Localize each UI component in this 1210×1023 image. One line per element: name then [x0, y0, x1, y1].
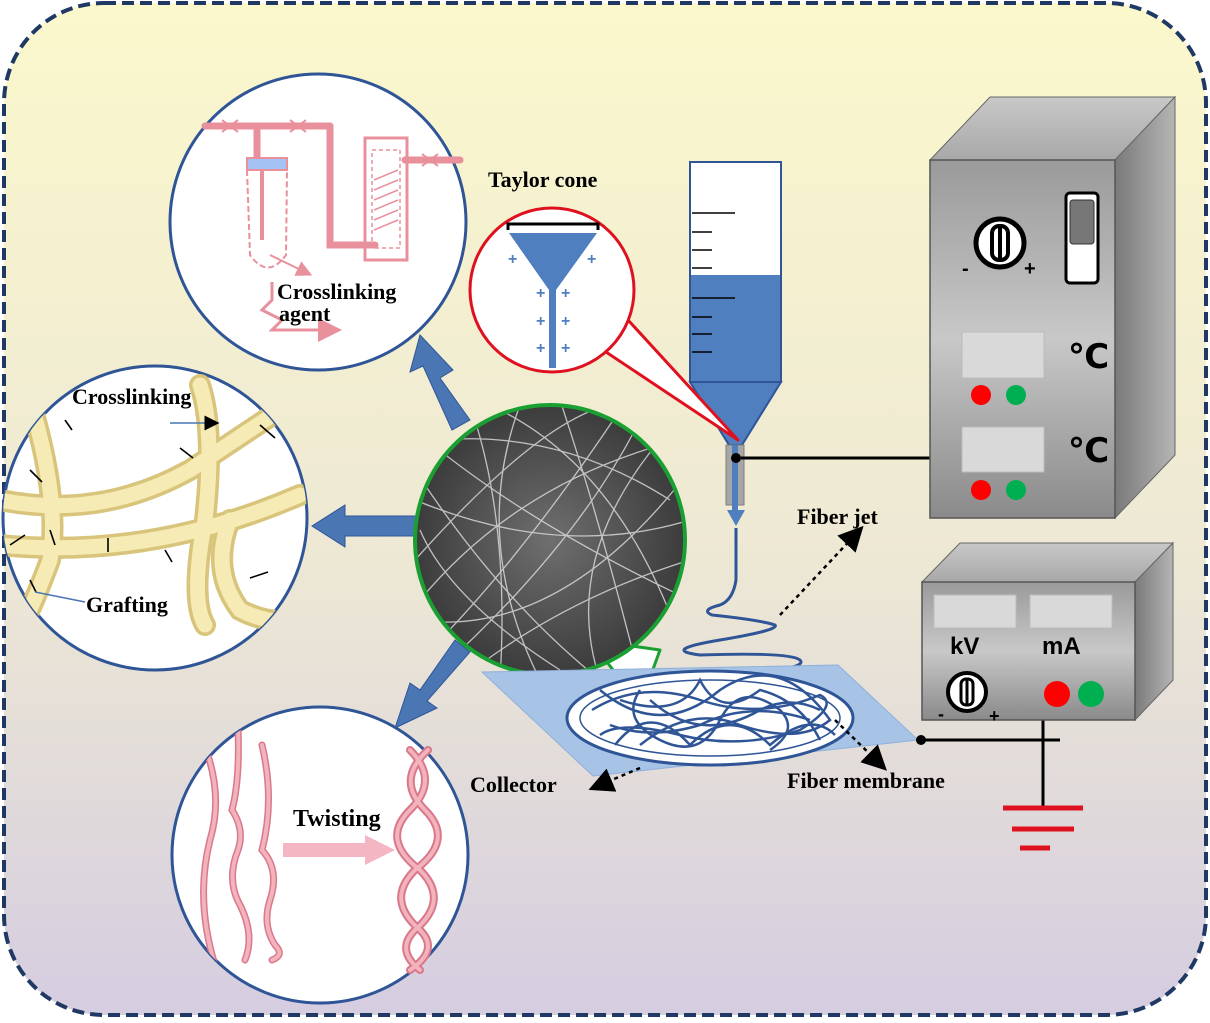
- supply-led-green: [1078, 681, 1104, 707]
- taylor-cone-shape: [509, 233, 597, 290]
- column-packing: [373, 169, 399, 231]
- sem-fiber-network: [417, 407, 683, 673]
- needle-contact: [731, 453, 741, 463]
- fiber-jet-pointer: [779, 525, 864, 616]
- arrow-to-crosslinking: [311, 504, 419, 548]
- crosslink-ticks: [9, 419, 276, 593]
- fiber-jet-label: Fiber jet: [797, 504, 879, 529]
- temp-unit-2: ℃: [1068, 432, 1109, 470]
- svg-text:+: +: [508, 251, 517, 268]
- svg-text:+: +: [561, 340, 570, 357]
- pink-fibers-twisted: [393, 746, 442, 974]
- crosslinking-grafting-panel: Crosslinking Grafting: [1, 364, 309, 672]
- syringe: [688, 161, 783, 526]
- taylor-cone-callout: + + + + + + + + + + Taylor cone: [468, 167, 740, 442]
- arrow-to-twisting: [394, 639, 471, 729]
- fiber-membrane-label: Fiber membrane: [787, 768, 945, 793]
- ma-display: [1029, 594, 1113, 629]
- membrane-pointer: [834, 719, 887, 771]
- sem-micrograph-panel: [413, 403, 687, 707]
- led-red-2: [971, 480, 991, 500]
- supply-led-red: [1044, 681, 1070, 707]
- yellow-fibers: [3, 374, 307, 636]
- twisting-arrow: [283, 835, 395, 865]
- sem-circle: [413, 403, 687, 677]
- svg-text:+: +: [587, 251, 596, 268]
- grafting-label: Grafting: [86, 592, 168, 617]
- hv-power-supply: kV mA - +: [920, 541, 1175, 726]
- column-icon: [363, 136, 409, 262]
- svg-text:+: +: [561, 313, 570, 330]
- reactor-apparatus: [201, 122, 464, 249]
- syringe-scale: [692, 212, 735, 353]
- kv-display: [933, 594, 1017, 629]
- svg-text:+: +: [526, 237, 535, 254]
- pink-fibers-untwisted: [196, 724, 283, 969]
- svg-text:+: +: [572, 237, 581, 254]
- charge-signs: + + + + + + + + + +: [508, 237, 596, 357]
- outlet-arrow: [259, 282, 342, 342]
- svg-text:+: +: [536, 313, 545, 330]
- deposited-fibers: [591, 674, 836, 752]
- led-red-1: [971, 385, 991, 405]
- temp-display-1: [961, 331, 1045, 379]
- controller-knob-minus: -: [962, 258, 969, 280]
- jet-drop: [727, 510, 745, 526]
- svg-text:+: +: [536, 340, 545, 357]
- crosslinking-agent-circle: [168, 72, 468, 372]
- valve-icons: [221, 119, 439, 167]
- svg-text:+: +: [536, 285, 545, 302]
- controller-knob-plus: +: [1024, 258, 1036, 280]
- syringe-solution: [691, 275, 780, 382]
- collector: Collector Fiber membrane: [470, 664, 945, 797]
- twisting-label: Twisting: [293, 806, 381, 832]
- crosslinking-agent-panel: Crosslinking agent: [168, 72, 468, 372]
- ground-symbol-icon: [1003, 805, 1083, 851]
- temp-unit-1: ℃: [1068, 338, 1109, 376]
- led-green-2: [1006, 480, 1026, 500]
- svg-text:+: +: [561, 285, 570, 302]
- collector-label: Collector: [470, 772, 557, 797]
- led-green-1: [1006, 385, 1026, 405]
- kv-label: kV: [950, 633, 979, 660]
- taylor-cone-label: Taylor cone: [488, 167, 598, 192]
- voltage-knob-icon: [946, 671, 988, 713]
- supply-knob-minus: -: [938, 704, 944, 724]
- crosslinking-agent-label-1: Crosslinking: [277, 279, 396, 304]
- twisting-panel: Twisting: [170, 705, 470, 1005]
- crosslinking-label: Crosslinking: [72, 384, 191, 409]
- temp-display-2: [961, 426, 1045, 473]
- temperature-controller: - + ℃ ℃: [928, 95, 1177, 520]
- process-arrows: [311, 334, 471, 729]
- controller-knob-icon: [973, 216, 1027, 270]
- supply-knob-plus: +: [989, 706, 1000, 726]
- ma-label: mA: [1042, 633, 1081, 660]
- reaction-tube: [246, 169, 288, 269]
- funnel-icon: [246, 157, 288, 171]
- arrow-to-crosslinking-agent: [409, 334, 471, 431]
- crosslinking-agent-label-2: agent: [279, 301, 331, 326]
